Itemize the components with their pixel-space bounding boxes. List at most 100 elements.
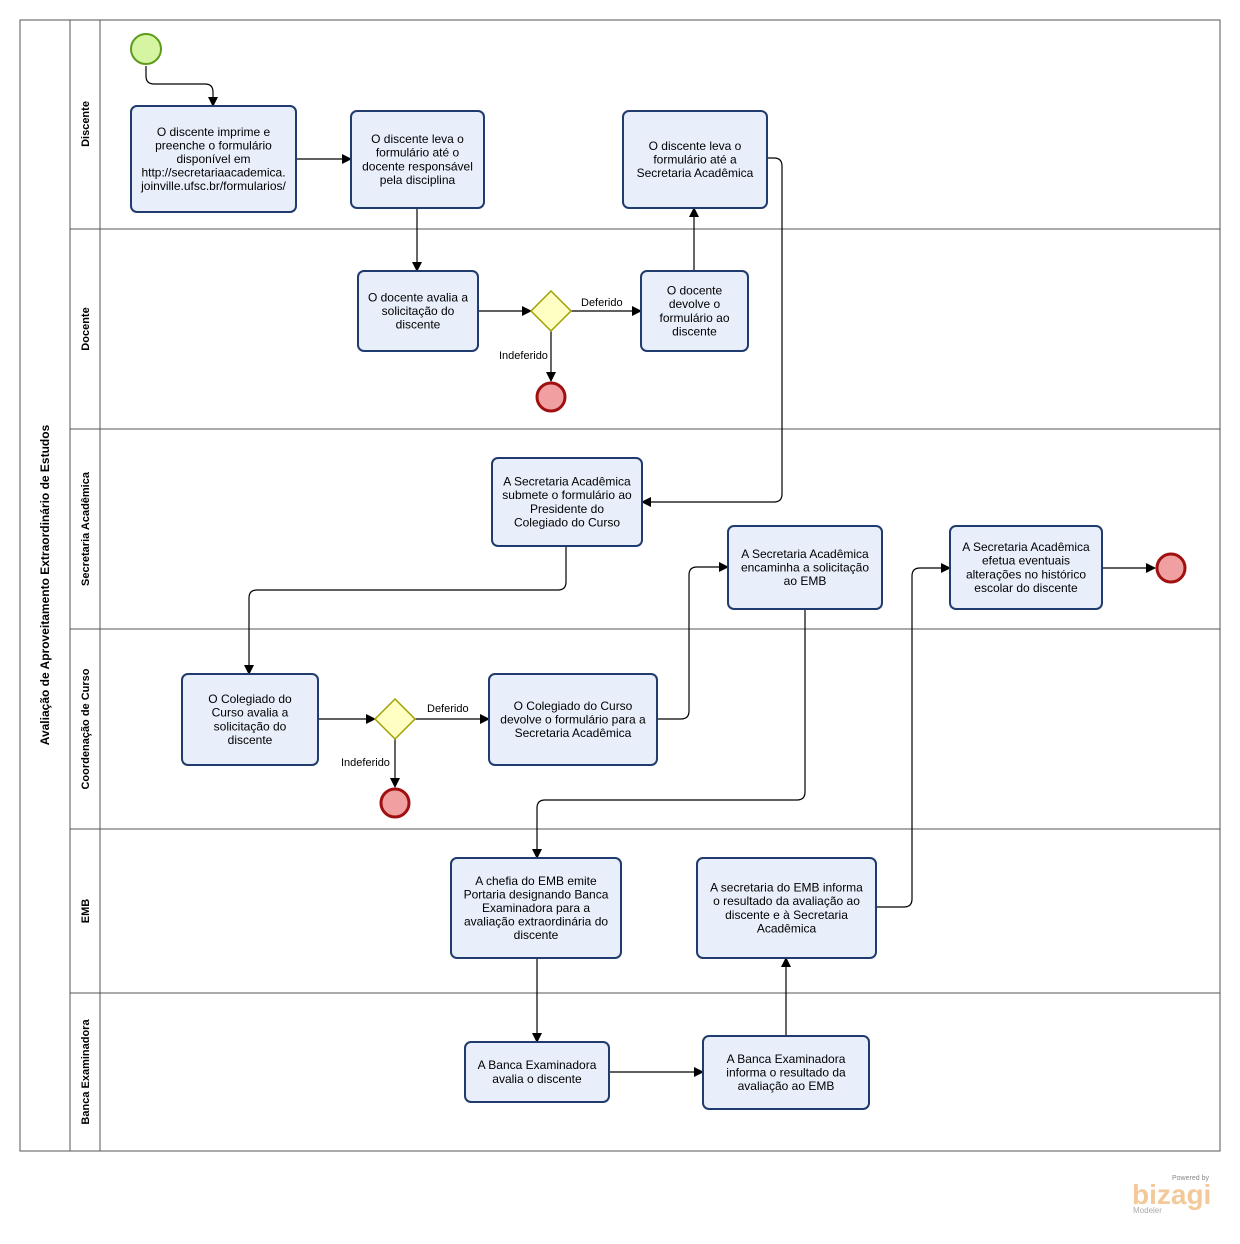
task-label-line: O discente leva o (371, 132, 464, 146)
task-label-line: o resultado da avaliação ao (713, 894, 860, 908)
lane-coordenacao: Coordenação de Curso (70, 668, 1220, 830)
end-event-secretaria[interactable] (1155, 552, 1187, 584)
end-event-coordenacao[interactable] (379, 787, 411, 819)
flow-start-to-t1 (145, 66, 218, 107)
task-label-line: A Secretaria Acadêmica (503, 475, 631, 489)
task-label-line: O discente imprime e (157, 125, 271, 139)
lane-secretaria: Secretaria Acadêmica (70, 471, 1220, 630)
task-label-line: pela disciplina (380, 173, 456, 187)
pool-title: Avaliação de Aproveitamento Extraordinár… (38, 424, 52, 745)
flow-label-indeferido-1: Indeferido (499, 350, 548, 362)
task-label-line: O docente (667, 284, 723, 298)
task-label-line: submete o formulário ao (502, 488, 632, 502)
task-box[interactable] (350, 110, 485, 209)
task-box[interactable] (727, 525, 883, 610)
task-label-line: discente (514, 928, 559, 942)
task-box[interactable] (488, 673, 658, 766)
flow-label-indeferido-2: Indeferido (341, 757, 390, 769)
watermark-powered: Powered by (1172, 1175, 1209, 1182)
lanes: Discente Docente Secretaria Acadêmica Co… (70, 101, 1220, 1125)
task-box[interactable] (450, 857, 622, 959)
task-label-line: solicitação do (214, 719, 287, 733)
task-label-line: Colegiado do Curso (514, 515, 620, 529)
task-label-line: Examinadora para a (482, 901, 590, 915)
task-label-line: Portaria designando Banca (464, 887, 609, 901)
task-label-line: efetua eventuais (982, 554, 1070, 568)
task-label-line: alterações no histórico (966, 567, 1086, 581)
lane-discente: Discente (70, 101, 1220, 230)
task-label-line: Secretaria Acadêmica (637, 166, 754, 180)
task-label-line: avalia o discente (492, 1072, 582, 1086)
task-box[interactable] (357, 270, 479, 352)
flow-t7-to-t11 (532, 609, 806, 859)
task-label-line: A chefia do EMB emite (475, 874, 597, 888)
task-box[interactable] (949, 525, 1103, 610)
task-label-line: encaminha a solicitação (741, 561, 869, 575)
task-label-line: disponível em (176, 152, 250, 166)
task-label-line: Acadêmica (757, 921, 817, 935)
lane-banca: Banca Examinadora (80, 1019, 92, 1125)
task-label-line: formulário ao (659, 311, 729, 325)
task-label-line: ao EMB (784, 574, 827, 588)
task-label-line: solicitação do (382, 304, 455, 318)
task-label-line: O docente avalia a (368, 290, 468, 304)
watermark-brand: bizagi (1132, 1179, 1211, 1210)
sequence-flows (145, 66, 1156, 1077)
gateway-docente[interactable] (529, 289, 573, 333)
task-label-line: informa o resultado da (726, 1066, 846, 1080)
lane-label-emb: EMB (80, 899, 92, 924)
task-box[interactable] (640, 270, 749, 352)
task-label-line: http://secretariaacademica. (141, 166, 285, 180)
flow-label-deferido-2: Deferido (427, 703, 469, 715)
task-label-line: discente (672, 324, 717, 338)
task-label-line: discente (228, 733, 273, 747)
task-box[interactable] (702, 1035, 870, 1110)
task-label-line: avaliação extraordinária do (464, 915, 608, 929)
lane-label-secretaria: Secretaria Acadêmica (80, 471, 92, 586)
end-event-docente[interactable] (535, 381, 567, 413)
task-box[interactable] (181, 673, 319, 766)
task-label-line: O Colegiado do Curso (514, 699, 633, 713)
task-label-line: devolve o (669, 297, 721, 311)
start-event[interactable] (130, 33, 162, 65)
task-label-line: Presidente do (530, 502, 604, 516)
task-box[interactable] (130, 105, 297, 213)
task-label-line: devolve o formulário para a (500, 713, 646, 727)
task-label-line: A Banca Examinadora (478, 1058, 597, 1072)
bizagi-watermark: Powered by bizagi Modeler (1132, 1175, 1211, 1215)
task-box[interactable] (622, 110, 768, 209)
task-label-line: formulário até a (653, 153, 737, 167)
task-label-line: formulário até o (376, 146, 460, 160)
watermark-product: Modeler (1133, 1206, 1162, 1215)
flow-t10-to-t7 (657, 562, 729, 720)
task-box[interactable] (491, 457, 643, 547)
task-label-line: O discente leva o (649, 139, 742, 153)
task-label-line: Curso avalia a (212, 706, 289, 720)
lane-docente: Docente (70, 307, 1220, 430)
task-box[interactable] (696, 857, 877, 959)
task-label-line: A Banca Examinadora (727, 1052, 846, 1066)
lane-label-banca: Banca Examinadora (80, 1019, 92, 1125)
task-label-line: docente responsável (362, 159, 473, 173)
task-label-line: escolar do discente (974, 581, 1078, 595)
gateway-coordenacao[interactable] (373, 697, 417, 741)
task-label-line: A Secretaria Acadêmica (741, 547, 869, 561)
task-label-line: avaliação ao EMB (738, 1079, 835, 1093)
task-box[interactable] (464, 1041, 610, 1103)
flow-t6-to-t9 (244, 546, 567, 675)
